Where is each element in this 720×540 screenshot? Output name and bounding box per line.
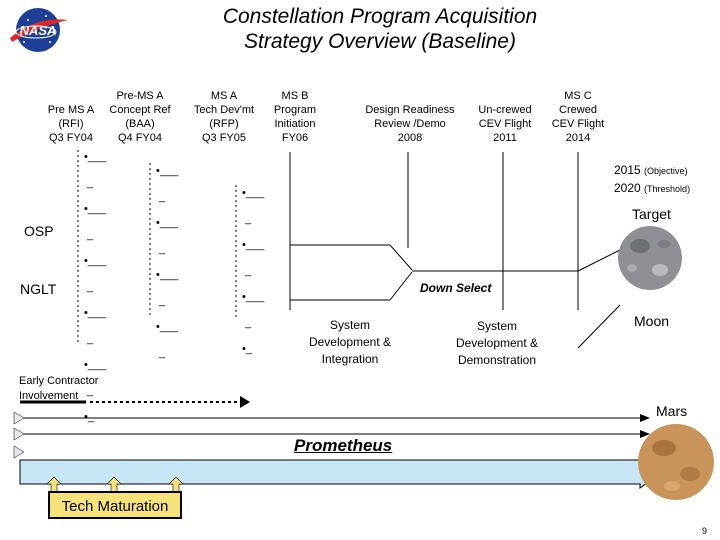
title-line-1: Constellation Program Acquisition bbox=[222, 5, 538, 28]
milestone-line: MS C bbox=[564, 90, 592, 102]
sys-line: Development & bbox=[308, 335, 392, 349]
converge-line bbox=[389, 244, 413, 271]
milestone-ms-c: MS C Crewed CEV Flight 2014 bbox=[542, 89, 614, 145]
milestone-design-readiness: Design Readiness Review /Demo 2008 bbox=[352, 89, 468, 145]
moon-image bbox=[618, 226, 682, 290]
milestone-line: Initiation bbox=[274, 118, 316, 130]
milestone-uncrewed: Un-crewed CEV Flight 2011 bbox=[468, 89, 542, 145]
early-contractor-line: Involvement bbox=[19, 390, 79, 402]
sys-line: System bbox=[329, 318, 370, 332]
nglt-label: NGLT bbox=[20, 281, 57, 297]
mars-arrowhead bbox=[640, 430, 650, 438]
milestone-line: Design Readiness bbox=[365, 104, 455, 116]
milestone-line: (RFI) bbox=[58, 118, 84, 130]
osp-nglt-markers-col1: •___ _ •___ _ •___ _ •___ _ •___ _ •_ bbox=[84, 151, 107, 423]
milestone-line: Un-crewed bbox=[478, 104, 532, 116]
tech-maturation-box: Tech Maturation bbox=[48, 491, 182, 519]
system-dev-demonstration: System Development & Demonstration bbox=[444, 318, 550, 369]
objective-note: (Objective) bbox=[644, 166, 688, 176]
sys-line: Demonstration bbox=[457, 353, 537, 367]
milestone-line: Pre MS A bbox=[47, 104, 95, 116]
milestone-ms-b: MS B Program Initiation FY06 bbox=[262, 89, 328, 145]
title-line-2: Strategy Overview (Baseline) bbox=[244, 30, 516, 53]
mars-arrowhead bbox=[640, 414, 650, 422]
osp-label: OSP bbox=[24, 223, 54, 239]
milestone-line: 2014 bbox=[565, 132, 591, 144]
milestone-line: (RFP) bbox=[209, 118, 239, 130]
objective-threshold: 2015 (Objective) 2020 (Threshold) bbox=[614, 162, 690, 198]
threshold-note: (Threshold) bbox=[644, 184, 691, 194]
milestone-line: 2008 bbox=[397, 132, 423, 144]
milestone-line: Pre-MS A bbox=[116, 90, 164, 102]
milestone-line: MS B bbox=[281, 90, 309, 102]
moon-bracket-line bbox=[577, 304, 621, 349]
phase-triangle bbox=[13, 427, 25, 441]
milestone-line: CEV Flight bbox=[551, 118, 605, 130]
milestone-line: Q4 FY04 bbox=[117, 132, 163, 144]
milestone-line: Q3 FY05 bbox=[201, 132, 247, 144]
tech-maturation-arrows bbox=[46, 476, 184, 494]
svg-text:NASA: NASA bbox=[20, 23, 57, 38]
milestone-line: 2011 bbox=[493, 132, 517, 144]
sys-line: Integration bbox=[321, 352, 379, 366]
system-dev-integration: System Development & Integration bbox=[296, 317, 404, 368]
milestone-pre-ms-a: Pre MS A (RFI) Q3 FY04 bbox=[38, 89, 104, 145]
milestone-line: Tech Dev'mt bbox=[193, 104, 255, 116]
prometheus-label: Prometheus bbox=[294, 436, 393, 455]
mars-image bbox=[638, 424, 714, 500]
nasa-logo: NASA bbox=[10, 8, 68, 52]
phase-triangle bbox=[13, 411, 25, 425]
milestone-line: CEV Flight bbox=[478, 118, 532, 130]
osp-nglt-markers-col3: •___ _ •___ _ •___ _ •_ bbox=[242, 187, 265, 355]
milestone-line: (BAA) bbox=[125, 118, 155, 130]
mars-label: Mars bbox=[656, 403, 688, 419]
moon-label: Moon bbox=[634, 313, 670, 329]
threshold-year: 2020 bbox=[614, 181, 641, 195]
phase-triangle bbox=[13, 445, 25, 459]
milestone-line: MS A bbox=[210, 90, 238, 102]
osp-nglt-markers-col2: •___ _ •___ _ •___ _ •___ _ bbox=[156, 165, 179, 359]
converge-line bbox=[389, 271, 413, 301]
milestone-line: Q3 FY04 bbox=[48, 132, 94, 144]
slide-title: Constellation Program Acquisition Strate… bbox=[120, 4, 640, 54]
sys-line: System bbox=[476, 319, 517, 333]
objective-year: 2015 bbox=[614, 163, 641, 177]
milestone-ms-a: MS A Tech Dev'mt (RFP) Q3 FY05 bbox=[184, 89, 264, 145]
milestone-line: Crewed bbox=[559, 104, 597, 116]
early-contractor-label: Early Contractor Involvement bbox=[19, 374, 98, 404]
down-select-label: Down Select bbox=[420, 281, 492, 295]
milestone-line: FY06 bbox=[281, 132, 309, 144]
early-contractor-line: Early Contractor bbox=[19, 375, 99, 387]
milestone-line: Concept Ref bbox=[109, 104, 171, 116]
page-number: 9 bbox=[702, 526, 708, 536]
milestone-line: Program bbox=[273, 104, 317, 116]
sys-line: Development & bbox=[455, 336, 539, 350]
milestone-line: Review /Demo bbox=[374, 118, 446, 130]
milestone-pre-ms-a-concept: Pre-MS A Concept Ref (BAA) Q4 FY04 bbox=[100, 89, 180, 145]
early-contractor-arrowhead bbox=[240, 396, 250, 408]
moon-connector bbox=[577, 249, 621, 272]
target-label: Target bbox=[632, 206, 671, 222]
